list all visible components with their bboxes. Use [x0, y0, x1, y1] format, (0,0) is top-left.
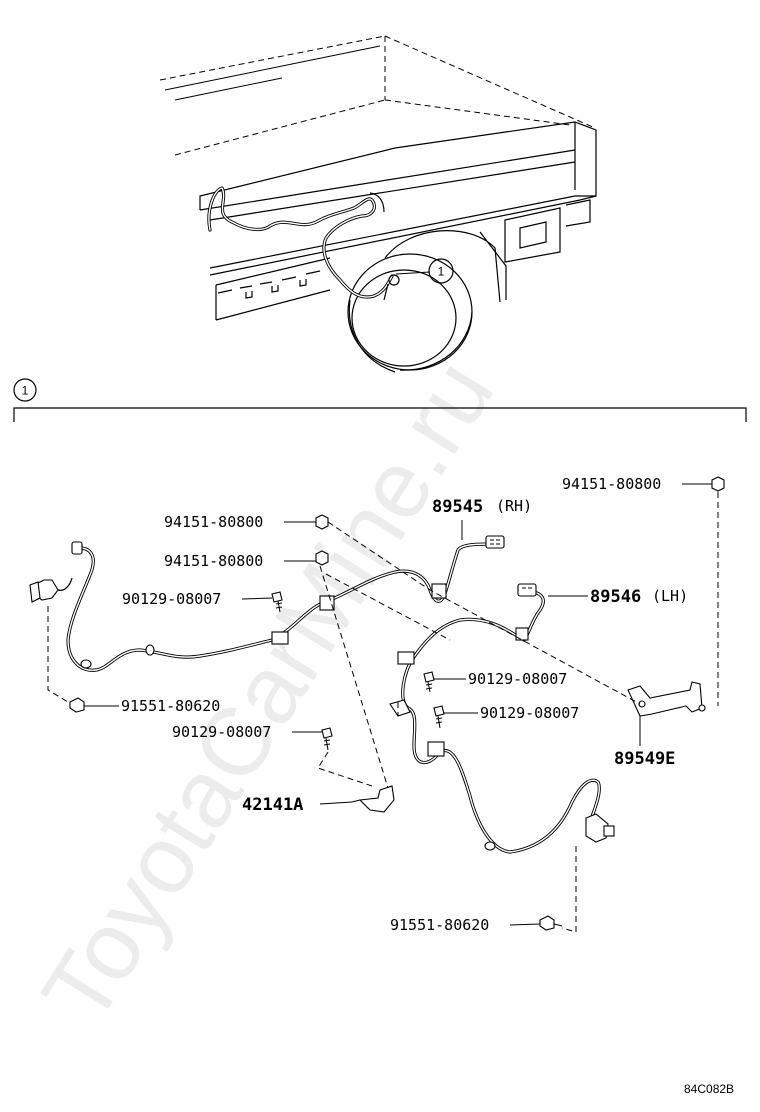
- label-bracket: 89549E: [614, 749, 675, 769]
- label-nut-left-2: 94151-80800: [164, 552, 263, 570]
- label-sensor-rh-side: (RH): [496, 497, 532, 515]
- label-sensor-lh-side: (LH): [652, 587, 688, 605]
- label-screw-bottom: 91551-80620: [390, 916, 489, 934]
- label-screw-left: 91551-80620: [121, 697, 220, 715]
- bolt-lower: [321, 727, 333, 751]
- label-nut-top-right: 94151-80800: [562, 475, 661, 493]
- label-sensor-lh-number: 89546: [590, 587, 641, 607]
- section-marker-circle: [13, 378, 37, 402]
- label-bolt-left: 90129-08007: [122, 590, 221, 608]
- label-bolt-mid-1: 90129-08007: [468, 670, 567, 688]
- nut-left-1: [315, 514, 329, 530]
- callout-circle: [428, 258, 454, 284]
- section-marker-number: 1: [22, 384, 29, 398]
- label-clamp: 42141A: [242, 795, 303, 815]
- screw-left: [69, 697, 85, 713]
- nut-left-2: [315, 550, 329, 566]
- label-bolt-mid-2: 90129-08007: [480, 704, 579, 722]
- screw-bottom: [539, 915, 563, 931]
- bolt-mid-2: [433, 705, 445, 729]
- label-sensor-rh-number: 89545: [432, 497, 483, 517]
- diagram-code: 84C082B: [684, 1082, 734, 1096]
- nut-top-right: [711, 476, 725, 492]
- watermark: ToyotaCarMine.ru: [22, 342, 514, 1041]
- truck-overview: [159, 35, 597, 373]
- section-divider: [13, 407, 747, 422]
- callout-number: 1: [438, 265, 445, 279]
- bolt-left: [271, 591, 283, 613]
- abs-sensor-harness-detail: [29, 476, 725, 933]
- label-nut-left-1: 94151-80800: [164, 513, 263, 531]
- bolt-mid-1: [423, 671, 435, 693]
- label-bolt-lower: 90129-08007: [172, 723, 271, 741]
